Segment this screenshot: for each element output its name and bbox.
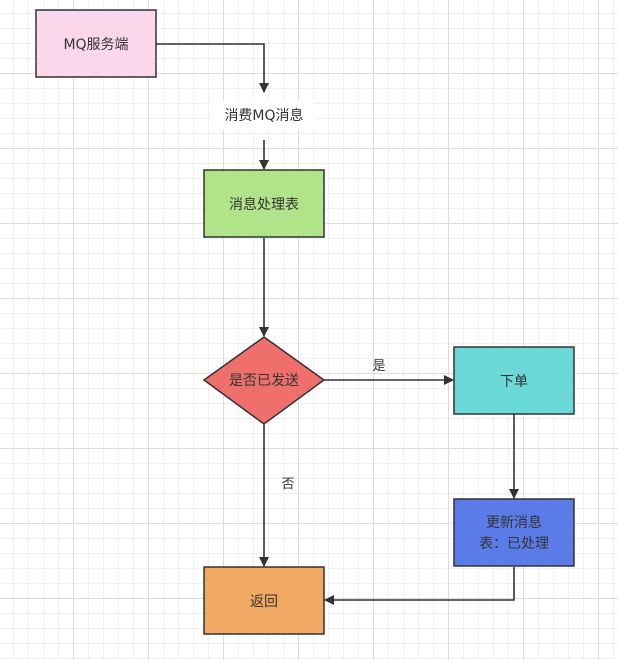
node-msg-table-shape	[203, 169, 325, 238]
edge-update-to-return	[324, 567, 515, 605]
node-msg-table[interactable]: 消息处理表	[203, 169, 325, 238]
edge-label-no: 否	[281, 477, 294, 492]
node-place-order-shape	[453, 346, 575, 415]
node-update-msg-label-line2: 表：已处理	[479, 536, 549, 552]
node-is-sent-label: 是否已发送	[229, 373, 299, 389]
node-place-order-label: 下单	[500, 374, 528, 390]
node-return-shape	[203, 566, 325, 635]
node-consume-mq-bg	[212, 100, 316, 130]
node-return[interactable]: 返回	[203, 566, 325, 635]
node-return-label: 返回	[250, 594, 278, 610]
node-update-msg-label-line1: 更新消息	[486, 514, 542, 531]
node-update-msg-shape	[453, 498, 575, 567]
node-is-sent-shape	[202, 336, 326, 425]
node-update-msg[interactable]: 更新消息 表：已处理	[453, 498, 575, 567]
node-consume-mq-label: 消费MQ消息	[224, 107, 303, 124]
node-consume-mq[interactable]: 消费MQ消息	[212, 100, 316, 130]
edge-mq-to-consume	[156, 43, 269, 93]
node-mq-server-label: MQ服务端	[63, 37, 128, 53]
node-mq-server[interactable]: MQ服务端	[35, 9, 157, 78]
node-msg-table-label: 消息处理表	[229, 196, 299, 213]
node-is-sent-decision[interactable]: 是否已发送	[202, 336, 326, 425]
node-place-order[interactable]: 下单	[453, 346, 575, 415]
node-mq-server-shape	[35, 9, 157, 78]
edge-label-yes: 是	[372, 359, 385, 374]
